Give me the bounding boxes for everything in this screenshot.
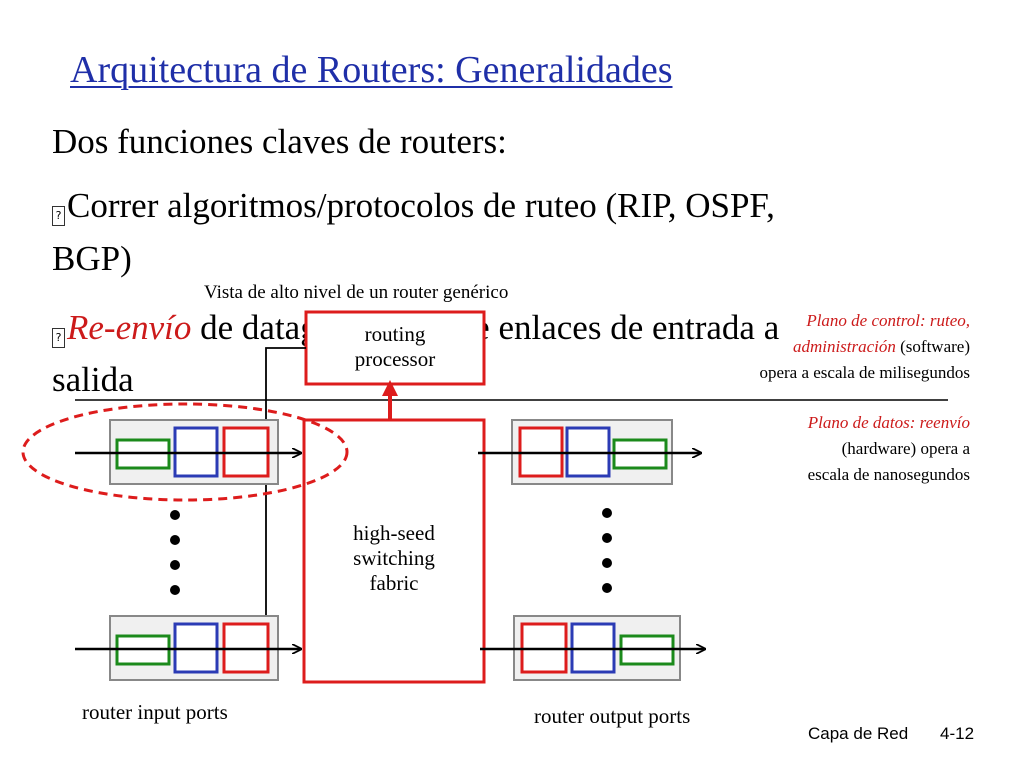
slide-title: Arquitectura de Routers: Generalidades (70, 49, 673, 91)
output-port-top (478, 419, 700, 485)
control-plane-line-2: administración (software) (759, 334, 970, 360)
control-plane-admin: administración (792, 337, 896, 356)
highlight-ellipse (21, 402, 349, 502)
bullet-1-line-1: ?Correr algoritmos/protocolos de ruteo (… (52, 186, 775, 226)
routing-processor-label-line: processor (354, 347, 436, 371)
bullet-icon: ? (52, 328, 65, 348)
bullet-2-emphasis: Re-envío (67, 308, 192, 347)
data-plane-note: Plano de datos: reenvío (hardware) opera… (808, 410, 970, 488)
bullet-1-line-2: BGP) (52, 239, 132, 278)
output-ellipsis-dots (602, 508, 612, 593)
control-plane-software: (software) (895, 337, 970, 356)
control-plane-note: Plano de control: ruteo, administración … (759, 308, 970, 386)
data-plane-line-3: escala de nanosegundos (807, 465, 970, 484)
switching-fabric-box (302, 418, 486, 684)
output-port-bottom (480, 615, 704, 681)
data-plane-title: Plano de datos: reenvío (807, 413, 970, 432)
fabric-label-line: fabric (369, 571, 419, 595)
input-port-bottom (75, 615, 300, 681)
control-plane-line-3: opera a escala de milisegundos (759, 363, 970, 382)
bullet-2-line-1: ?Re-envío de datagramas desde enlaces de… (52, 308, 779, 348)
bullet-1-text: Correr algoritmos/protocolos de ruteo (R… (67, 186, 775, 225)
data-plane-line-2: (hardware) opera a (841, 439, 970, 458)
diagram-caption: Vista de alto nivel de un router genéric… (204, 282, 509, 303)
fabric-label-line: high-seed (353, 521, 435, 545)
bullet-2-text: de datagramas desde enlaces de entrada a (200, 308, 780, 347)
input-ports-label: router input ports (82, 700, 228, 724)
output-ports-label: router output ports (534, 704, 691, 728)
switching-fabric-label: high-seed switching fabric (306, 521, 482, 596)
control-plane-title: Plano de control: ruteo, (806, 311, 970, 330)
footer-page-number: 4-12 (940, 724, 975, 743)
input-port-top (75, 419, 300, 485)
footer-chapter: Capa de Red (808, 724, 909, 743)
bullet-2-line-2: salida (52, 360, 134, 399)
input-ellipsis-dots (170, 510, 180, 595)
routing-processor-label: routing processor (309, 322, 481, 372)
routing-processor-label-line: routing (364, 322, 426, 346)
intro-text: Dos funciones claves de routers: (52, 122, 507, 161)
bullet-icon: ? (52, 206, 65, 226)
fabric-label-line: switching (353, 546, 435, 570)
